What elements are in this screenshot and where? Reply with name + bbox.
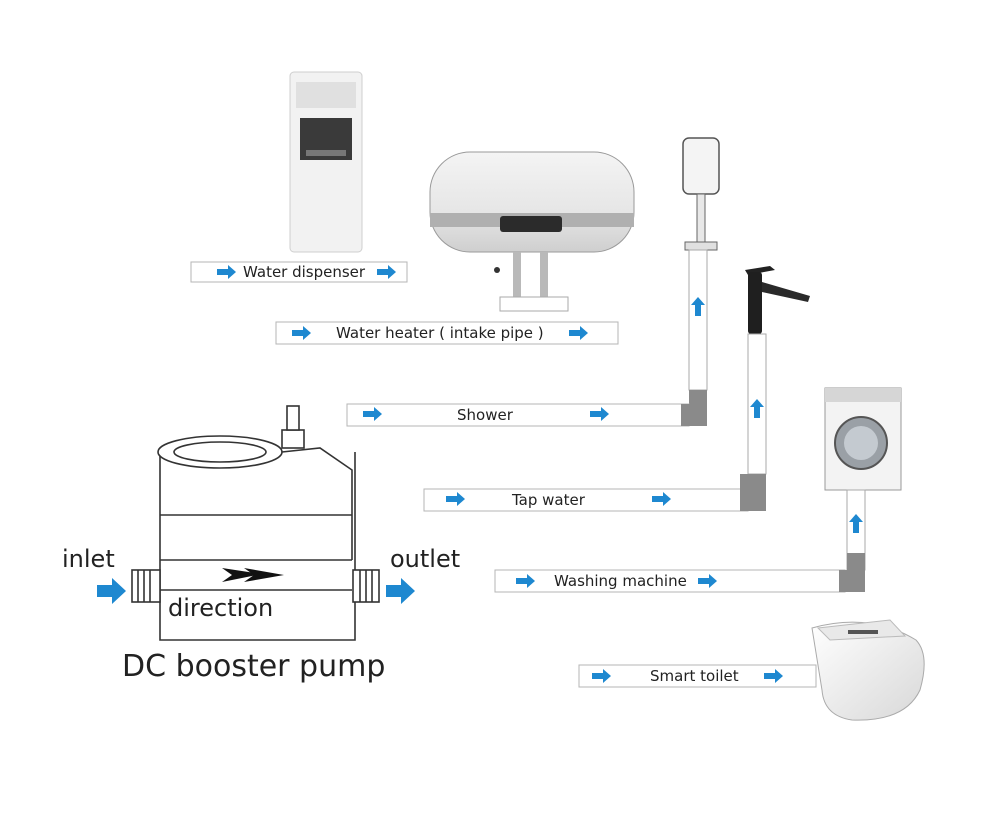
water-heater-image <box>429 151 635 312</box>
smart-toilet-image <box>811 619 925 721</box>
shower-head-image <box>682 137 720 251</box>
faucet-image <box>745 266 810 334</box>
outlet-label: outlet <box>390 545 461 573</box>
water-dispenser-image <box>289 71 363 253</box>
outlet-arrow-icon <box>386 578 415 604</box>
water-heater-box <box>275 321 619 345</box>
tap-water-label: Tap water <box>512 491 585 509</box>
shower-riser <box>688 249 708 391</box>
tap-water-box <box>423 488 749 512</box>
direction-label: direction <box>168 594 274 622</box>
washing-machine-image <box>824 387 902 491</box>
direction-arrow-icon <box>222 568 262 582</box>
pump-image <box>131 405 380 641</box>
shower-label: Shower <box>457 406 513 424</box>
washing-machine-label: Washing machine <box>554 572 687 590</box>
direction-arrow-icon <box>244 568 284 582</box>
water-dispenser-box <box>190 261 408 283</box>
inlet-label: inlet <box>62 545 115 573</box>
water-dispenser-label: Water dispenser <box>243 263 366 281</box>
smart-toilet-box <box>578 664 817 688</box>
smart-toilet-label: Smart toilet <box>650 667 739 685</box>
inlet-arrow-icon <box>97 578 126 604</box>
pump-name-label: DC booster pump <box>122 649 386 684</box>
shower-box <box>346 403 690 427</box>
water-heater-label: Water heater ( intake pipe ) <box>336 324 544 342</box>
